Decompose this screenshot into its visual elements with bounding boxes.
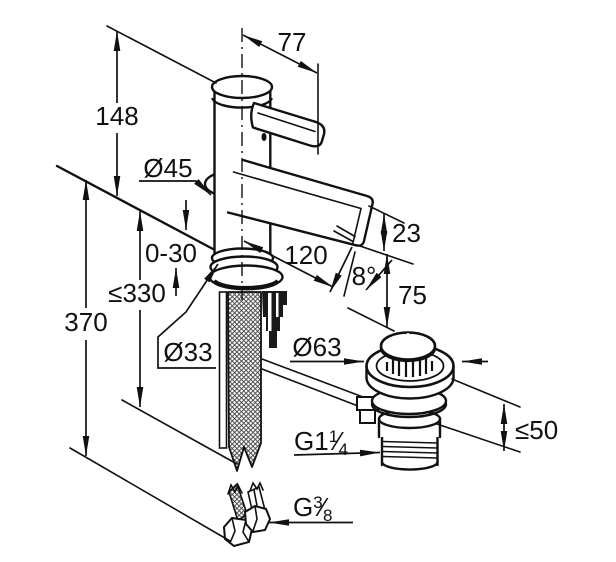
label-spout-end-height: 23 <box>392 218 421 248</box>
label-waste-flange-diameter: Ø63 <box>292 332 341 362</box>
label-total-depth: 370 <box>64 307 107 337</box>
label-outlet-height: 75 <box>398 280 427 310</box>
label-body-diameter: Ø45 <box>143 153 192 183</box>
supply-hoses <box>218 291 364 472</box>
label-basin-thickness: ≤50 <box>515 415 558 445</box>
waste-plug-knob <box>379 331 437 361</box>
spout <box>228 160 374 247</box>
label-hole-diameter: Ø33 <box>163 337 212 367</box>
label-deck-thickness: 0-30 <box>145 238 197 268</box>
label-handle-height: 148 <box>95 101 138 131</box>
label-waste-thread: G11⁄4 <box>294 426 348 459</box>
label-handle-projection: 77 <box>278 27 307 57</box>
dimension-lines <box>69 25 521 542</box>
label-spout-angle: 8° <box>352 261 377 291</box>
counter-surface-line <box>55 164 215 251</box>
pop-up-waste <box>356 331 455 471</box>
label-supply-thread: G3⁄8 <box>293 492 333 525</box>
supply-connectors <box>222 481 272 548</box>
label-hose-length: ≤330 <box>108 278 166 308</box>
label-spout-reach: 120 <box>284 240 327 270</box>
dimension-labels: 77 148 Ø45 0-30 ≤330 370 Ø33 120 23 8° 7… <box>64 27 558 525</box>
